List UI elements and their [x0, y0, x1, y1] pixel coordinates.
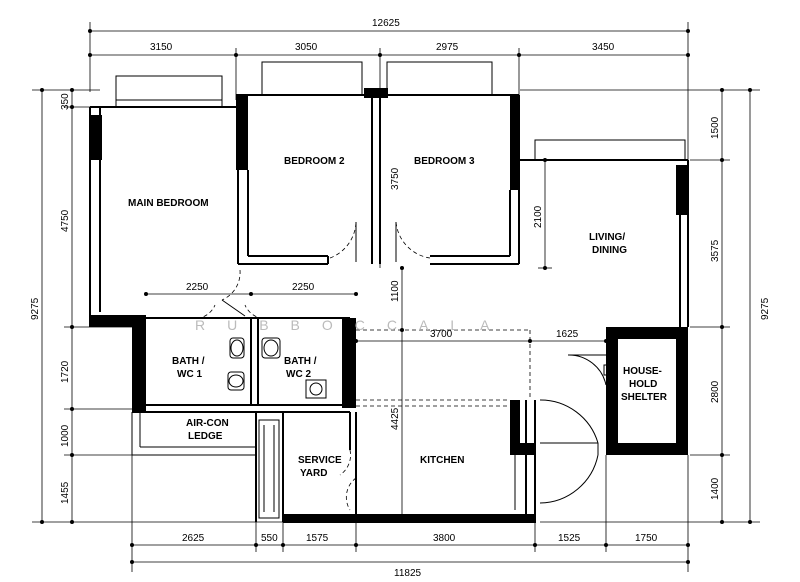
dim-bath-2: 2250 — [292, 282, 315, 293]
room-label-yard: YARD — [300, 468, 327, 479]
toilet-icon — [227, 337, 245, 391]
dim-left-5: 1455 — [60, 481, 71, 504]
room-labels: MAIN BEDROOM BEDROOM 2 BEDROOM 3 LIVING/… — [128, 156, 668, 479]
dim-1625: 1625 — [556, 329, 579, 340]
dim-right-3: 2800 — [710, 380, 721, 403]
room-label-wc-2: WC 2 — [286, 369, 311, 380]
dim-left-2: 4750 — [60, 209, 71, 232]
dim-bed-partition: 3750 — [390, 167, 401, 190]
toilet-icon — [261, 337, 281, 359]
walls — [89, 61, 689, 523]
dim-bottom-2: 550 — [261, 533, 278, 544]
room-label-bath-1: BATH / — [172, 356, 205, 367]
dim-right-2: 3575 — [710, 239, 721, 262]
doors — [189, 221, 611, 511]
dim-top-3: 2975 — [436, 42, 459, 53]
dim-top-1: 3150 — [150, 42, 173, 53]
room-label-bedroom-2: BEDROOM 2 — [284, 156, 345, 167]
sink-icon — [305, 379, 327, 399]
dim-bottom-5: 1525 — [558, 533, 581, 544]
room-label-kitchen: KITCHEN — [420, 455, 464, 466]
dim-bottom-total: 11825 — [394, 568, 422, 579]
dim-left-4: 1000 — [60, 424, 71, 447]
dim-top-2: 3050 — [295, 42, 318, 53]
dim-top-total: 12625 — [372, 18, 400, 29]
dim-left-3: 1720 — [60, 360, 71, 383]
room-label-living: LIVING/ — [589, 232, 625, 243]
dim-right-4: 1400 — [710, 477, 721, 500]
room-label-wc-1: WC 1 — [177, 369, 202, 380]
room-label-household: HOUSE- — [623, 366, 662, 377]
fixtures — [227, 337, 327, 399]
dim-bottom-4: 3800 — [433, 533, 456, 544]
dim-bottom-1: 2625 — [182, 533, 205, 544]
dim-top-4: 3450 — [592, 42, 615, 53]
room-label-shelter: SHELTER — [621, 392, 668, 403]
room-label-bath-2: BATH / — [284, 356, 317, 367]
dim-bottom-6: 1750 — [635, 533, 658, 544]
dim-right-1: 1500 — [710, 116, 721, 139]
room-label-bedroom-3: BEDROOM 3 — [414, 156, 475, 167]
dim-right-total: 9275 — [760, 297, 771, 320]
dim-left-total: 9275 — [30, 297, 41, 320]
room-label-aircon: AIR-CON — [186, 418, 229, 429]
dim-kitchen: 4425 — [390, 407, 401, 430]
dim-left-1: 350 — [60, 93, 71, 110]
dim-corridor: 1100 — [390, 280, 401, 302]
room-label-main-bedroom: MAIN BEDROOM — [128, 198, 209, 209]
watermark: RUBBOCCALA — [195, 317, 511, 333]
dim-3700: 3700 — [430, 329, 453, 340]
room-label-dining: DINING — [592, 245, 627, 256]
room-label-service: SERVICE — [298, 455, 342, 466]
dim-bottom-3: 1575 — [306, 533, 329, 544]
dimension-labels: 12625 3150 3050 2975 3450 11825 2625 550… — [30, 18, 771, 579]
room-label-ledge: LEDGE — [188, 431, 223, 442]
dim-bath-1: 2250 — [186, 282, 209, 293]
dim-living-2100: 2100 — [533, 205, 544, 228]
room-label-hold: HOLD — [629, 379, 657, 390]
